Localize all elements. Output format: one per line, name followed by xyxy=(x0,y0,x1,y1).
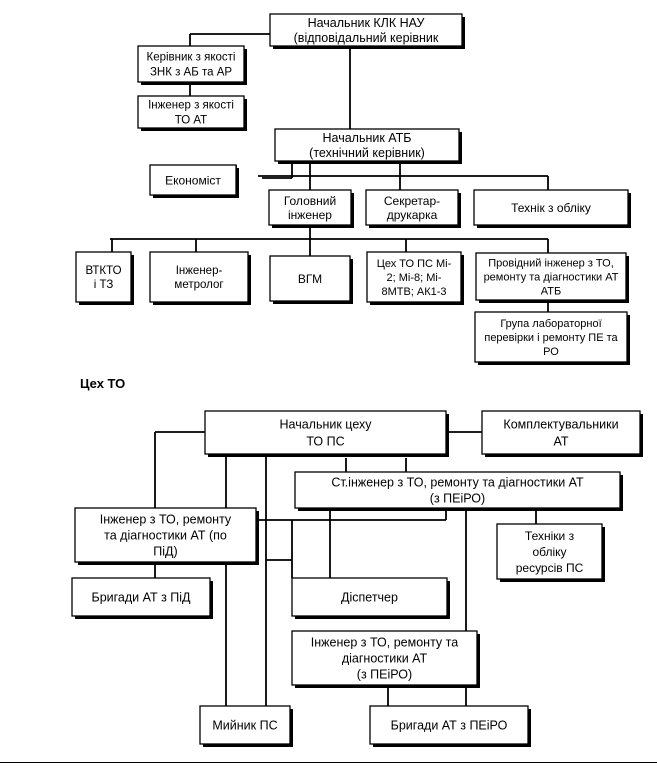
section-title-shop: Цех ТО xyxy=(80,376,126,391)
node-shop-head-label-line: ТО ПС xyxy=(306,435,344,449)
node-engineer-peiro-label-line: (з ПЕіРО) xyxy=(357,668,412,682)
node-atb-head-label-line: Начальник АТБ xyxy=(322,131,411,145)
node-head-klk-label-line: (відповідальний керівник xyxy=(294,31,439,45)
node-engineer-peiro-box xyxy=(291,630,478,686)
node-dispatcher: Діспетчер xyxy=(291,577,450,619)
node-senior-engineer: Ст.інженер з ТО, ремонту та діагностики … xyxy=(294,471,623,511)
node-washer: Мийник ПС xyxy=(199,705,293,747)
node-chief-engineer-label-line: Головний xyxy=(284,194,336,208)
node-quality-engineer: Інженер з якості ТО АТ xyxy=(137,95,247,131)
node-vgm: ВГМ xyxy=(269,255,353,304)
node-metrologist: Інженер-метролог xyxy=(149,251,251,305)
node-technician-accounting: Технік з обліку xyxy=(473,189,631,228)
node-head-klk: Начальник КЛК НАУ(відповідальний керівни… xyxy=(269,13,465,49)
node-technicians-label-line: обліку xyxy=(532,545,566,559)
node-senior-engineer-label-line: Ст.інженер з ТО, ремонту та діагностики … xyxy=(331,476,584,490)
node-engineer-pid-box xyxy=(74,507,257,563)
node-metrologist-label-line: метролог xyxy=(174,279,223,291)
node-quality-engineer-box xyxy=(137,95,245,129)
node-engineer-pid-label-line: та діагностики АТ (по xyxy=(104,529,227,543)
node-shop-head-label-line: Начальник цеху xyxy=(280,418,373,432)
node-shop-head: Начальник цеху ТО ПС xyxy=(204,410,449,457)
node-shop-to-box xyxy=(366,251,462,303)
node-lead-engineer: Провідний інженер з ТО, ремонту та діагно… xyxy=(475,252,629,303)
node-shop-to-label-line: 8МТВ; АК1-3 xyxy=(381,286,446,298)
node-lab-group-label-line: РО xyxy=(543,346,559,358)
node-vtkto-label-line: і ТЗ xyxy=(94,279,114,291)
node-engineer-pid-label-line: Інженер з ТО, ремонту xyxy=(100,513,232,527)
node-quality-manager-label-line: ЗНК з АБ та АР xyxy=(150,67,232,79)
node-lab-group-label-line: перевірки і ремонту ПЕ та xyxy=(484,332,618,344)
node-vgm-box xyxy=(269,255,351,302)
node-lab-group-box xyxy=(474,311,628,363)
node-washer-box xyxy=(199,705,291,745)
node-chief-engineer-box xyxy=(268,189,352,226)
node-senior-engineer-box xyxy=(294,471,621,509)
node-lab-group: Група лабораторної перевірки і ремонту ПЕ… xyxy=(474,311,630,365)
node-lead-engineer-label-line: АТБ xyxy=(541,285,561,297)
node-technician-accounting-box xyxy=(473,189,629,226)
node-metrologist-box xyxy=(149,251,249,303)
node-engineer-peiro-label-line: Інженер з ТО, ремонту та xyxy=(311,636,458,650)
node-shop-to: Цех ТО ПС Мі- 2; Мі-8; Мі- 8МТВ; АК1-3 xyxy=(366,251,464,305)
node-lead-engineer-label-line: Провідний інженер з ТО, xyxy=(488,257,614,269)
node-metrologist-label-line: Інженер- xyxy=(176,265,223,277)
node-chief-engineer-label-line: інженер xyxy=(288,208,332,222)
node-lead-engineer-box xyxy=(475,252,627,301)
node-brigades-pid-box xyxy=(71,577,211,617)
node-assemblers-box xyxy=(481,410,641,455)
node-quality-manager-label-line: Керівник з якості xyxy=(147,52,236,64)
node-brigades-pid: Бригади АТ з ПіД xyxy=(71,577,213,619)
node-technicians-label-line: Техніки з xyxy=(525,529,575,543)
node-quality-engineer-label-line: ТО АТ xyxy=(175,115,207,127)
node-atb-head: Начальник АТБ(технічний керівник) xyxy=(274,128,462,164)
node-secretary: Секретар-друкарка xyxy=(365,189,461,228)
node-atb-head-label-line: (технічний керівник) xyxy=(309,146,425,160)
node-vtkto-label-line: ВТКТО xyxy=(85,265,121,277)
node-economist-box xyxy=(149,164,237,196)
node-lead-engineer-label-line: ремонту та діагностики АТ xyxy=(484,271,619,283)
node-technician-accounting-label-line: Технік з обліку xyxy=(511,201,591,215)
node-brigades-pid-label-line: Бригади АТ з ПіД xyxy=(91,591,191,605)
node-brigades-peiro-label-line: Бригади АТ з ПЕіРО xyxy=(391,719,508,733)
node-head-klk-box xyxy=(269,13,463,47)
node-vtkto: ВТКТО і ТЗ xyxy=(75,251,134,305)
bottom-divider xyxy=(0,762,657,763)
node-engineer-pid: Інженер з ТО, ремонту та діагностики АТ (… xyxy=(74,507,259,565)
node-vtkto-box xyxy=(75,251,132,303)
node-secretary-box xyxy=(365,189,459,226)
node-senior-engineer-label-line: (з ПЕіРО) xyxy=(430,492,485,506)
node-assemblers-label-line: АТ xyxy=(554,435,569,449)
node-engineer-peiro-label-line: діагностики АТ xyxy=(342,652,428,666)
node-technicians-box xyxy=(496,523,603,580)
node-head-klk-label-line: Начальник КЛК НАУ xyxy=(308,16,425,30)
node-technicians: Техніки з обліку ресурсів ПС xyxy=(496,523,605,582)
node-dispatcher-box xyxy=(291,577,448,617)
node-shop-to-label-line: Цех ТО ПС Мі- xyxy=(377,258,452,270)
node-atb-head-box xyxy=(274,128,460,162)
node-technicians-label-line: ресурсів ПС xyxy=(516,561,584,575)
node-vgm-label-line: ВГМ xyxy=(298,272,322,286)
node-assemblers-label-line: Комплектувальники xyxy=(503,418,618,432)
node-washer-label-line: Мийник ПС xyxy=(212,719,277,733)
node-economist-label-line: Економіст xyxy=(165,173,221,187)
node-shop-to-label-line: 2; Мі-8; Мі- xyxy=(387,272,442,284)
node-dispatcher-label-line: Діспетчер xyxy=(341,591,398,605)
node-shop-head-box xyxy=(204,410,447,455)
node-secretary-label-line: друкарка xyxy=(387,208,438,222)
node-economist: Економіст xyxy=(149,164,239,198)
node-brigades-peiro-box xyxy=(369,705,529,745)
node-engineer-pid-label-line: ПіД) xyxy=(153,545,177,559)
node-lab-group-label-line: Група лабораторної xyxy=(500,318,601,330)
node-quality-manager-box xyxy=(137,45,245,83)
node-brigades-peiro: Бригади АТ з ПЕіРО xyxy=(369,705,531,747)
node-quality-engineer-label-line: Інженер з якості xyxy=(148,100,234,112)
node-secretary-label-line: Секретар- xyxy=(384,194,440,208)
node-engineer-peiro: Інженер з ТО, ремонту та діагностики АТ (з… xyxy=(291,630,480,688)
chart-nodes: Начальник КЛК НАУ(відповідальний керівни… xyxy=(71,13,643,747)
